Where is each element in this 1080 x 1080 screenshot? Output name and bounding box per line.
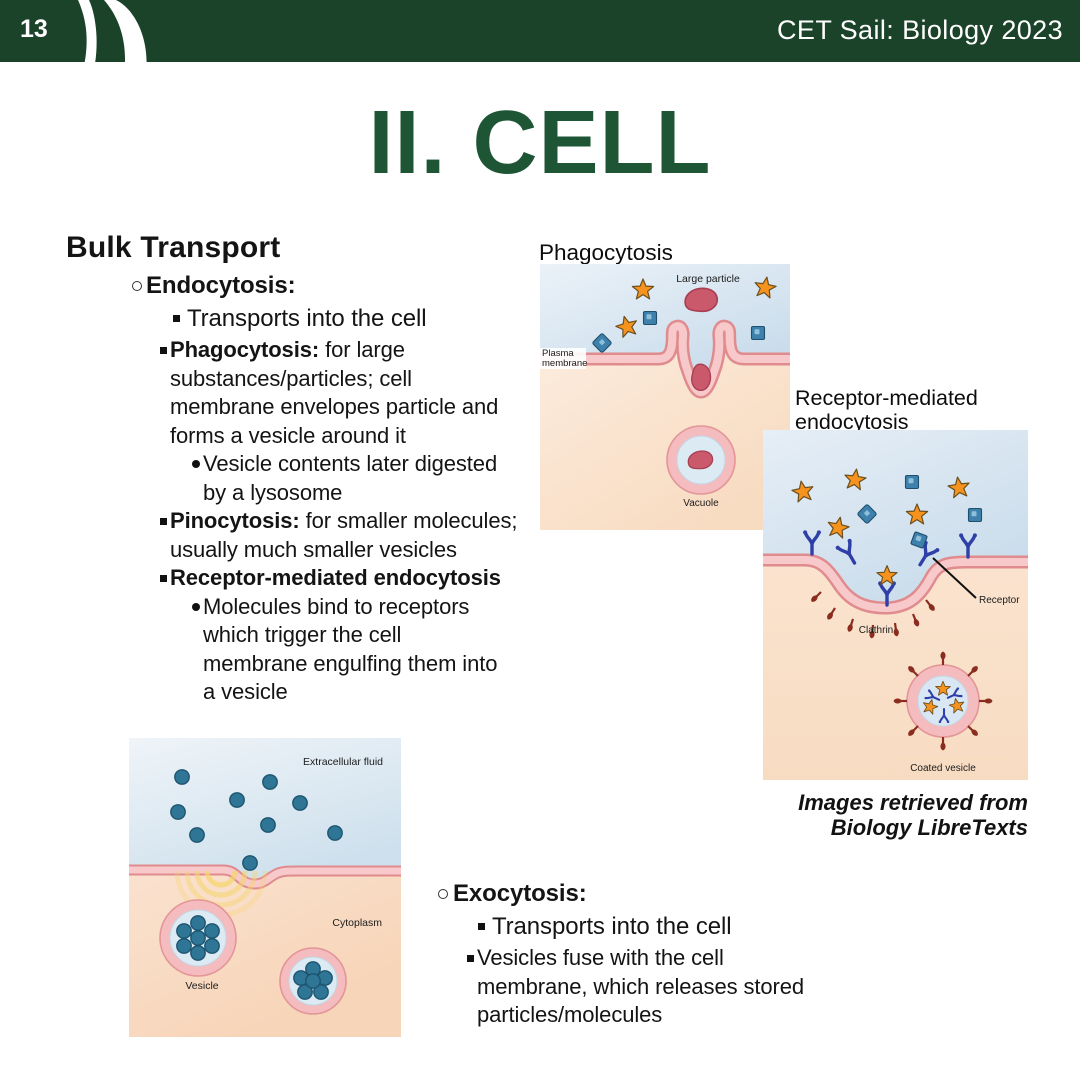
cytoplasm-label: Cytoplasm [332,917,382,929]
image-credit: Images retrieved from Biology LibreTexts [798,790,1028,840]
molecule-dot-icon [174,769,190,785]
rme-item: Receptor-mediated endocytosis [160,564,540,593]
exocytosis-label: Exocytosis: [453,880,587,907]
phagocytosis-term: Phagocytosis: [170,337,320,362]
square-molecule-icon [750,325,766,341]
page-number: 13 [20,15,48,43]
bullet-dot-icon [192,602,200,611]
exo-transports-item: Transports into the cell [478,910,838,944]
phagocytosis-diagram-title: Phagocytosis [539,240,673,265]
square-molecule-icon [904,474,920,490]
endo-transports-item: Transports into the cell [173,302,540,336]
molecule-dot-icon [292,795,308,811]
rme-term: Receptor-mediated endocytosis [170,565,501,590]
square-molecule-icon [967,507,983,523]
sail-logo-icon [78,0,147,74]
phago-sub-item: Vesicle contents later digested by a lys… [192,450,540,507]
bullet-square-icon [160,347,167,354]
vacuole-label: Vacuole [683,498,719,509]
large-particle-label: Large particle [676,273,740,285]
exocytosis-section: Exocytosis: Transports into the cell Ves… [438,878,838,1030]
receptor-label: Receptor [979,595,1020,606]
square-molecule-icon [642,310,658,326]
molecule-dot-icon [170,804,186,820]
plasma-membrane-label: Plasma [542,348,574,359]
bulk-transport-section: Bulk Transport Endocytosis: Transports i… [66,230,540,707]
section-heading: Bulk Transport [66,231,281,264]
clathrin-label: Clathrin [859,625,893,636]
phagocytosis-diagram: Plasma membrane Large particle Vacuole [540,264,790,535]
bullet-square-icon [467,955,474,962]
rme-sub-item: Molecules bind to receptors which trigge… [192,593,540,707]
molecule-dot-icon [229,792,245,808]
bullet-circle-icon [132,281,142,291]
molecule-dot-icon [260,817,276,833]
coated-vesicle-inner [917,675,969,727]
bullet-square-icon [160,518,167,525]
coated-vesicle-label: Coated vesicle [910,763,976,774]
bullet-square-icon [478,923,485,930]
exocytosis-item: Exocytosis: [438,878,838,910]
receptor-pointer-line [932,557,977,599]
pinocytosis-term: Pinocytosis: [170,508,300,533]
svg-text:membrane: membrane [542,358,587,369]
endocytosis-label: Endocytosis: [146,272,296,299]
exo-desc-item: Vesicles fuse with the cell membrane, wh… [467,944,838,1030]
pinocytosis-diagram: Extracellular fluid Cytoplasm Vesicle [129,738,401,1042]
molecule-dot-icon [189,827,205,843]
bullet-square-icon [160,575,167,582]
bullet-circle-icon [438,889,448,899]
bullet-dot-icon [192,460,200,468]
pinocytosis-item: Pinocytosis: for smaller molecules; usua… [160,507,540,564]
molecule-dot-icon [242,855,258,871]
vesicle-label: Vesicle [185,980,218,992]
bullet-square-icon [173,315,180,322]
endocytosis-item: Endocytosis: [132,270,540,302]
phagocytosis-item: Phagocytosis: for large substances/parti… [160,336,540,450]
header-bar: 13 CET Sail: Biology 2023 [0,0,1080,74]
extracellular-label: Extracellular fluid [303,756,383,768]
slide-title: II. CELL [368,93,712,193]
header-title: CET Sail: Biology 2023 [777,15,1063,45]
molecule-dot-icon [262,774,278,790]
molecule-dot-icon [327,825,343,841]
rme-diagram-title: Receptor-mediated endocytosis [795,386,978,434]
rme-diagram: Clathrin Receptor Coated vesicle [763,430,1028,785]
